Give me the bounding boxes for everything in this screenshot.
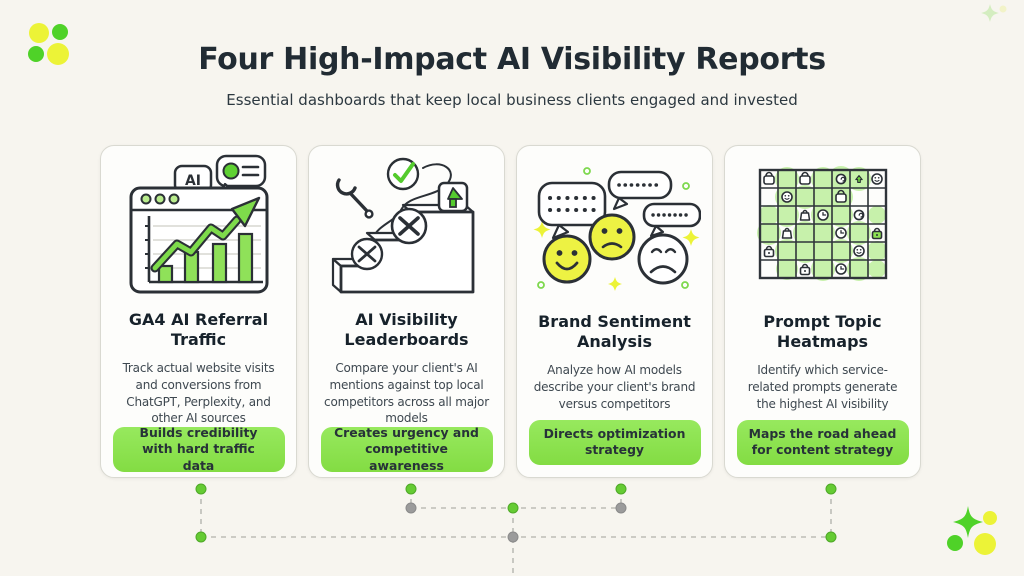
card-title: Prompt Topic Heatmaps — [763, 312, 882, 351]
frown-face-icon — [588, 213, 635, 261]
header: Four High-Impact AI Visibility Reports E… — [0, 42, 1024, 109]
squiggle-line — [371, 163, 452, 239]
card-ga4-ai-referral-traffic: AI — [100, 145, 297, 478]
card-title: AI Visibility Leaderboards — [344, 310, 469, 349]
card-title: GA4 AI Referral Traffic — [128, 310, 269, 349]
sparkle-blob-cluster-icon — [947, 506, 997, 555]
happy-face-icon — [542, 234, 591, 284]
browser-bar-chart-with-ai-bubbles-icon: AI — [129, 154, 268, 294]
card-description: Identify which service-related prompts g… — [747, 363, 898, 411]
check-circle-icon — [386, 157, 419, 191]
card-description: Analyze how AI models describe your clie… — [533, 363, 696, 411]
sparkle-icon — [533, 167, 699, 291]
card-ai-visibility-leaderboards: AI Visibility Leaderboards Compare your … — [308, 145, 505, 478]
tools-circle-icon — [390, 207, 427, 245]
connector-node-dots — [195, 483, 837, 543]
faint-sparkle-icon — [981, 4, 1007, 22]
sentiment-faces-with-speech-bubbles-icon — [533, 167, 701, 291]
card-illustration — [529, 154, 701, 306]
up-arrow-box-icon — [437, 181, 468, 213]
card-benefit-badge: Maps the road ahead for content strategy — [736, 419, 909, 465]
page-title: Four High-Impact AI Visibility Reports — [198, 42, 826, 77]
card-illustration — [748, 154, 898, 306]
speech-bubble-icon — [607, 170, 672, 211]
card-benefit-badge: Builds credibility with hard traffic dat… — [112, 425, 285, 473]
stairs-with-tools-and-up-arrow-icon — [331, 157, 474, 294]
wrench-icon — [335, 178, 374, 219]
card-title: Brand Sentiment Analysis — [538, 312, 691, 351]
card-description: Track actual website visits and conversi… — [122, 361, 275, 426]
card-benefit-badge: Creates urgency and competitive awarenes… — [320, 425, 493, 473]
tools-circle-icon — [350, 237, 383, 271]
card-benefit-badge: Directs optimization strategy — [528, 419, 701, 465]
card-description: Compare your client's AI mentions agains… — [324, 361, 489, 426]
bar-chart-icon — [144, 216, 263, 284]
card-prompt-topic-heatmaps: Prompt Topic Heatmaps Identify which ser… — [724, 145, 921, 478]
card-illustration: AI — [119, 154, 279, 304]
ai-label: AI — [184, 173, 200, 189]
card-brand-sentiment-analysis: Brand Sentiment Analysis Analyze how AI … — [516, 145, 713, 478]
speech-bubble-icon — [642, 202, 701, 238]
page-subtitle: Essential dashboards that keep local bus… — [226, 91, 798, 109]
blob-cluster-icon — [28, 23, 69, 65]
report-cards-row: AI — [100, 145, 921, 478]
card-illustration — [327, 154, 487, 304]
heatmap-grid-lines — [758, 168, 887, 280]
connector-flow-lines — [195, 483, 837, 576]
trend-arrow-icon — [150, 196, 260, 273]
topic-heatmap-grid-icon — [756, 166, 887, 281]
sad-face-icon — [637, 233, 688, 285]
speech-bubble-icon — [537, 181, 606, 240]
